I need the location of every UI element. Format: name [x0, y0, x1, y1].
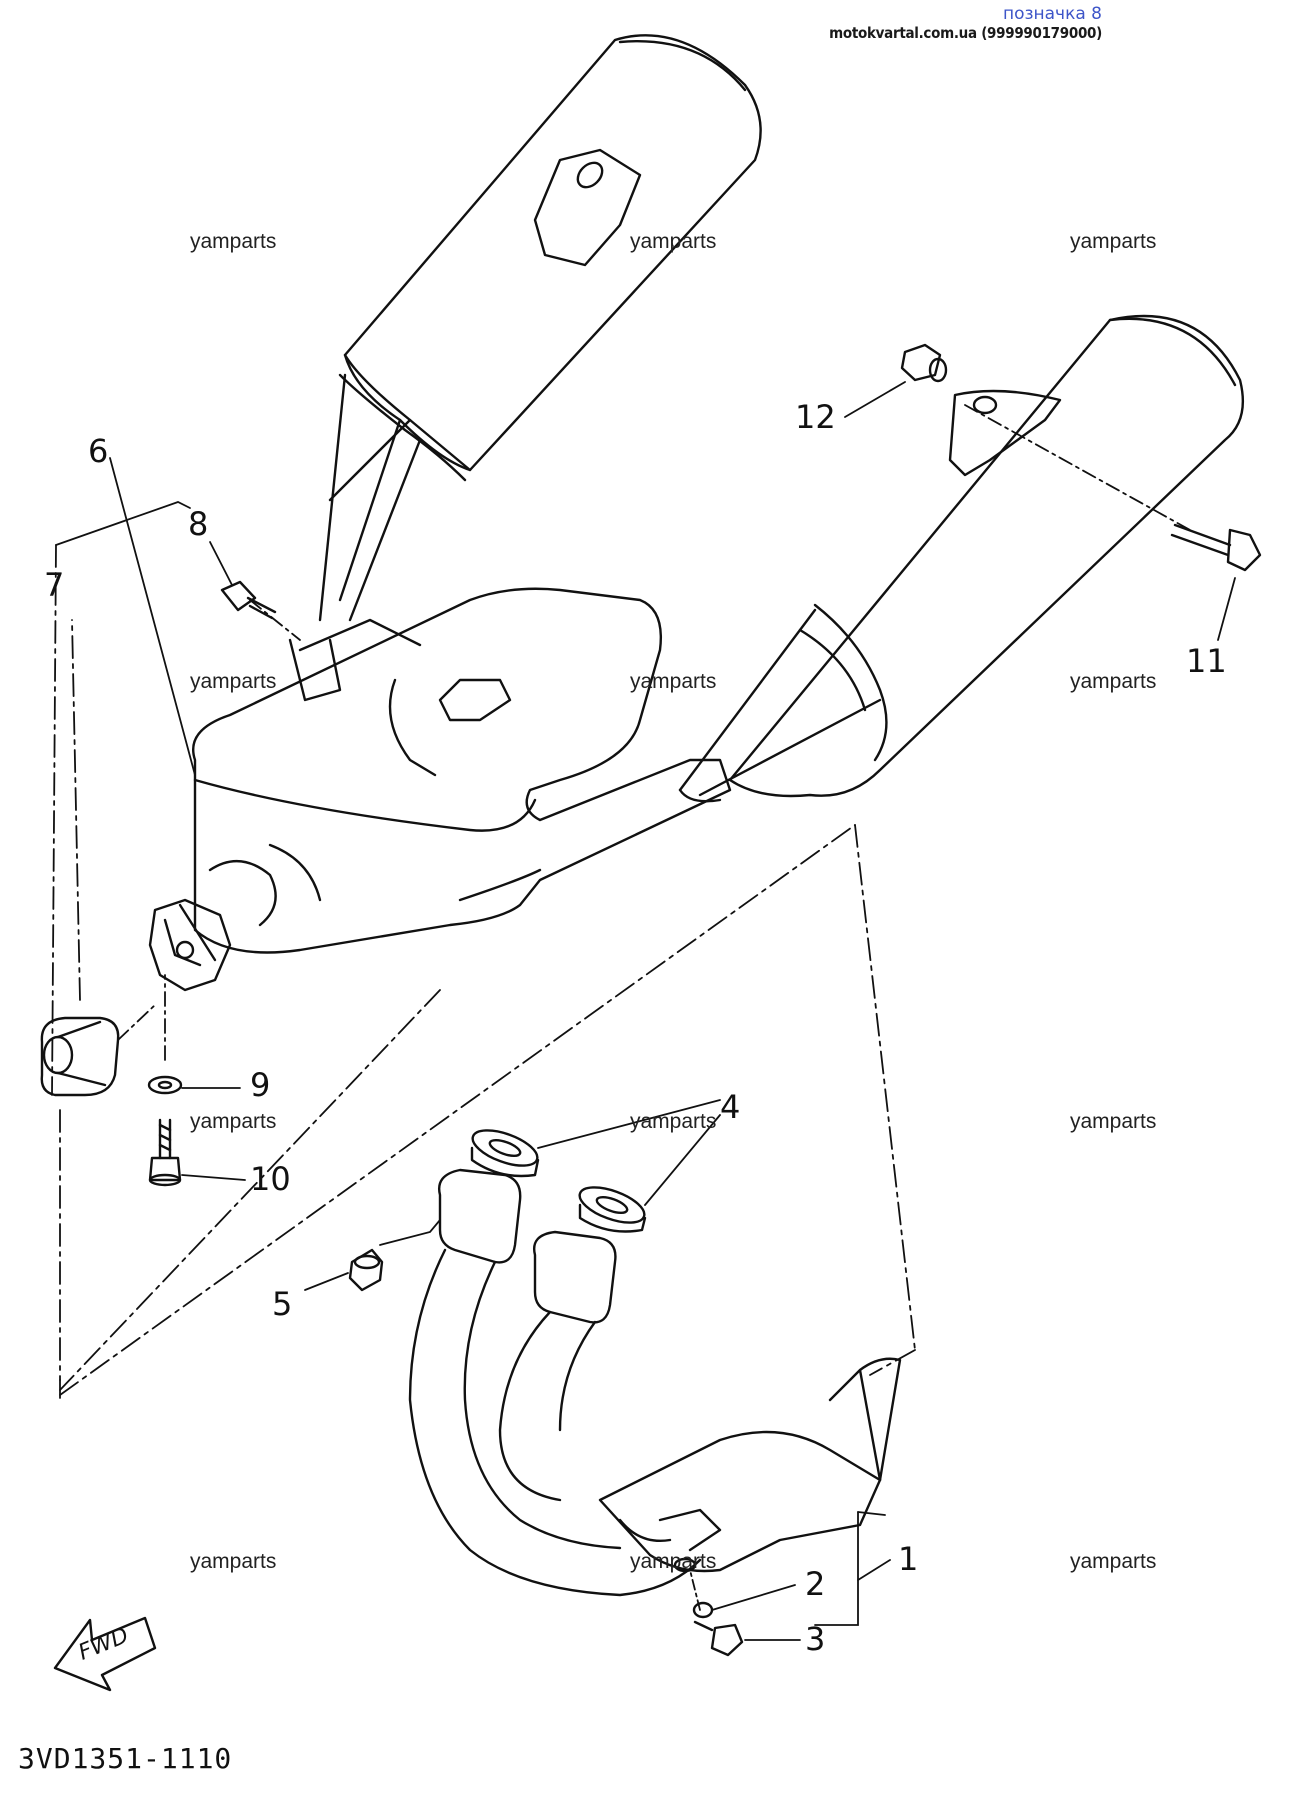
watermark: yamparts [1070, 1110, 1157, 1133]
callout-8: 8 [188, 505, 209, 543]
bolt-8 [220, 580, 277, 620]
rubber-damper [40, 1016, 120, 1097]
washer-9 [147, 1075, 183, 1095]
gaskets-4 [470, 1129, 647, 1233]
header-title: позначка 8 [1002, 4, 1102, 24]
watermark: yamparts [190, 670, 277, 693]
callout-5: 5 [272, 1285, 293, 1323]
callout-10: 10 [250, 1160, 291, 1198]
callout-2: 2 [805, 1565, 826, 1603]
watermark: yamparts [1070, 230, 1157, 253]
collector-box [192, 587, 732, 954]
callout-11: 11 [1186, 642, 1227, 680]
nut-2 [692, 1601, 714, 1619]
watermark: yamparts [1070, 670, 1157, 693]
watermark: yamparts [630, 1110, 717, 1133]
watermark: yamparts [190, 1110, 277, 1133]
diagram-code: 3VD1351-1110 [18, 1742, 233, 1775]
nut-12 [900, 343, 948, 383]
bolt-3 [693, 1620, 744, 1657]
header-site: motokvartal.com.ua (999990179000) [829, 24, 1102, 42]
watermark: yamparts [630, 1550, 717, 1573]
watermark: yamparts [630, 670, 717, 693]
watermark: yamparts [190, 1550, 277, 1573]
callout-3: 3 [805, 1620, 826, 1658]
callout-7: 7 [44, 566, 65, 604]
callout-1: 1 [898, 1540, 919, 1578]
callout-6: 6 [88, 432, 109, 470]
exhaust-pipes [408, 1168, 902, 1597]
callout-4: 4 [720, 1088, 741, 1126]
upper-muffler [318, 34, 762, 622]
right-muffler [678, 314, 1244, 803]
mount-bracket [148, 898, 232, 992]
watermark: yamparts [1070, 1550, 1157, 1573]
callout-12: 12 [795, 398, 836, 436]
nut-5 [348, 1248, 384, 1292]
watermark: yamparts [190, 230, 277, 253]
callout-9: 9 [250, 1066, 271, 1104]
bolt-11 [1170, 523, 1262, 572]
watermark: yamparts [630, 230, 717, 253]
fwd-arrow-icon [53, 1616, 157, 1692]
bolt-10 [148, 1118, 182, 1187]
